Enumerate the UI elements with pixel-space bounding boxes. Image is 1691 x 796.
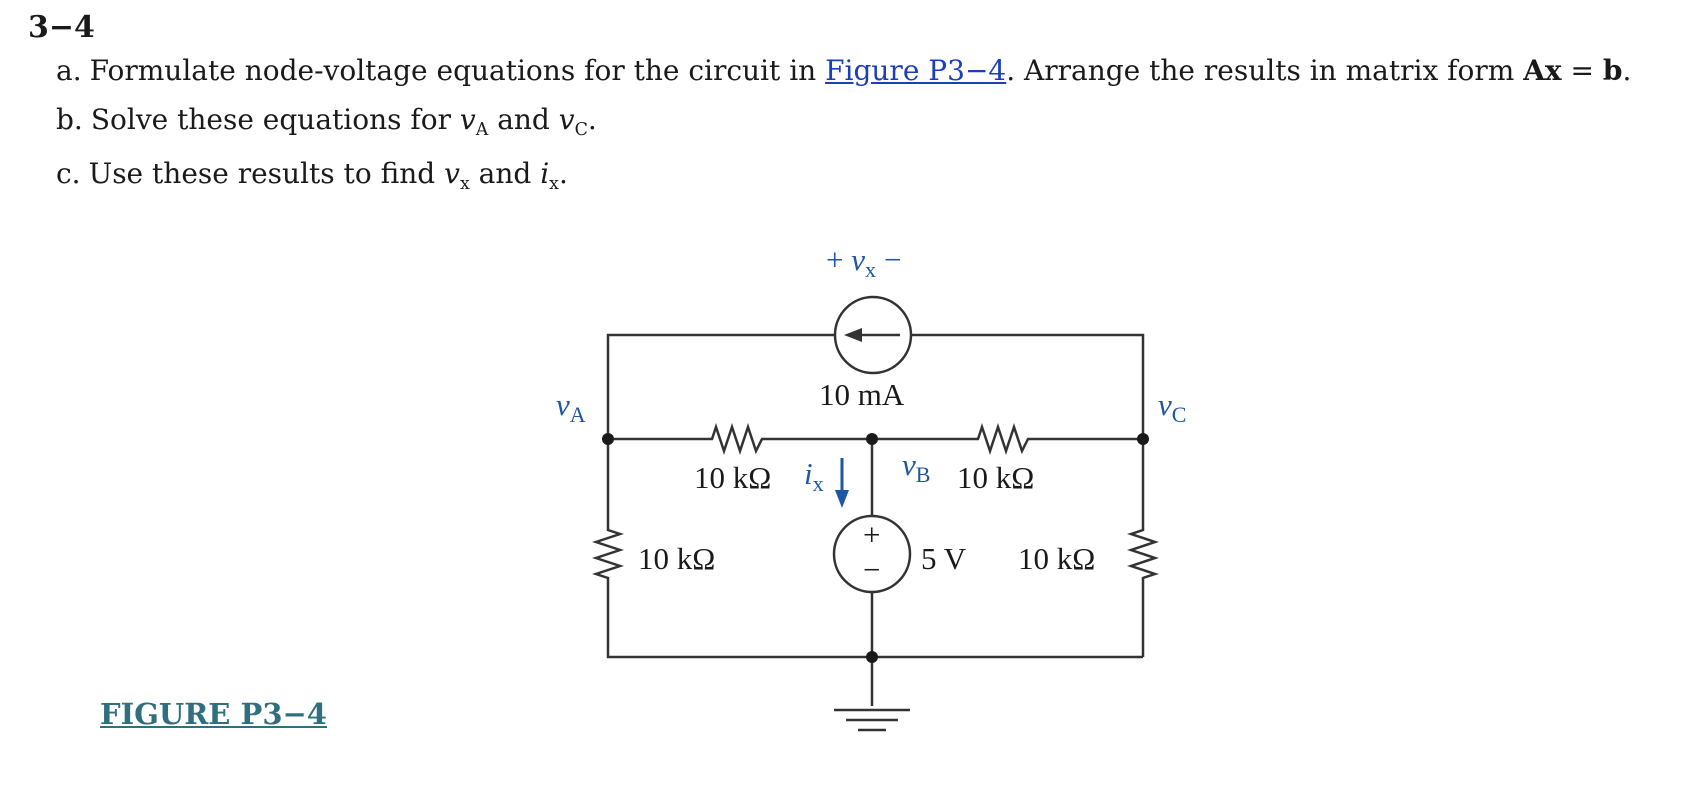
figure-caption[interactable]: FIGURE P3−4 bbox=[100, 697, 327, 731]
part-a-text-after: . Arrange the results in matrix form bbox=[1006, 54, 1515, 87]
wire-top-left bbox=[606, 333, 835, 437]
node-c-label: vC bbox=[1158, 387, 1186, 427]
current-arrowhead-icon bbox=[844, 328, 862, 342]
node-b-label: vB bbox=[902, 447, 930, 487]
current-source-label: 10 mA bbox=[819, 377, 905, 412]
ground-node-dot bbox=[866, 651, 878, 663]
vs-plus-sign: + bbox=[863, 517, 880, 552]
part-b-and: and bbox=[497, 103, 550, 136]
part-c-and: and bbox=[478, 157, 532, 190]
sub-a: A bbox=[475, 120, 489, 141]
ground-icon bbox=[834, 708, 910, 732]
var-ix: i bbox=[540, 157, 550, 190]
resistor-top-right-label: 10 kΩ bbox=[957, 460, 1034, 495]
vs-minus-sign: − bbox=[863, 552, 880, 587]
resistor-right bbox=[1127, 439, 1159, 657]
sub-c: C bbox=[574, 120, 588, 141]
wire-top-right bbox=[911, 333, 1145, 437]
sub-x: x bbox=[459, 174, 470, 195]
part-a: a.Formulate node-voltage equations for t… bbox=[56, 54, 1631, 87]
node-a-dot bbox=[602, 433, 614, 445]
part-c-letter: c. bbox=[56, 157, 81, 190]
var-vx: v bbox=[444, 157, 460, 190]
part-a-text: Formulate node-voltage equations for the… bbox=[89, 54, 817, 87]
figure-link[interactable]: Figure P3−4 bbox=[825, 54, 1007, 87]
resistor-right-label: 10 kΩ bbox=[1018, 541, 1095, 576]
node-a-label: vA bbox=[556, 387, 586, 427]
part-b: b.Solve these equations for vA and vC. bbox=[56, 103, 597, 140]
resistor-left-label: 10 kΩ bbox=[638, 541, 715, 576]
node-b-dot bbox=[866, 433, 878, 445]
ix-arrowhead-icon bbox=[835, 490, 849, 508]
part-c-text: Use these results to find bbox=[88, 157, 436, 190]
resistor-top-left bbox=[608, 423, 872, 455]
resistor-top-right bbox=[872, 423, 1143, 455]
problem-number: 3−4 bbox=[28, 10, 95, 45]
part-b-end: . bbox=[587, 103, 597, 136]
ix-label: ix bbox=[804, 456, 824, 496]
part-b-letter: b. bbox=[56, 103, 83, 136]
node-c-dot bbox=[1137, 433, 1149, 445]
equals-sign: = bbox=[1561, 54, 1603, 87]
voltage-source-icon bbox=[832, 514, 912, 594]
var-va: v bbox=[459, 103, 476, 136]
part-a-letter: a. bbox=[56, 54, 82, 87]
part-b-text: Solve these equations for bbox=[90, 103, 451, 136]
part-c-end: . bbox=[558, 157, 568, 190]
resistor-top-left-label: 10 kΩ bbox=[694, 460, 771, 495]
circuit-wires bbox=[592, 295, 1159, 732]
vx-label: + vx− bbox=[826, 242, 901, 282]
part-c: c.Use these results to find vx and ix. bbox=[56, 157, 568, 194]
resistor-left bbox=[592, 439, 1143, 659]
matrix-b: b bbox=[1602, 54, 1623, 87]
matrix-ax: Ax bbox=[1523, 54, 1562, 87]
part-a-end: . bbox=[1622, 54, 1632, 87]
voltage-source-label: 5 V bbox=[921, 541, 967, 576]
sub-x-i: x bbox=[549, 174, 559, 195]
var-vc: v bbox=[558, 103, 575, 136]
